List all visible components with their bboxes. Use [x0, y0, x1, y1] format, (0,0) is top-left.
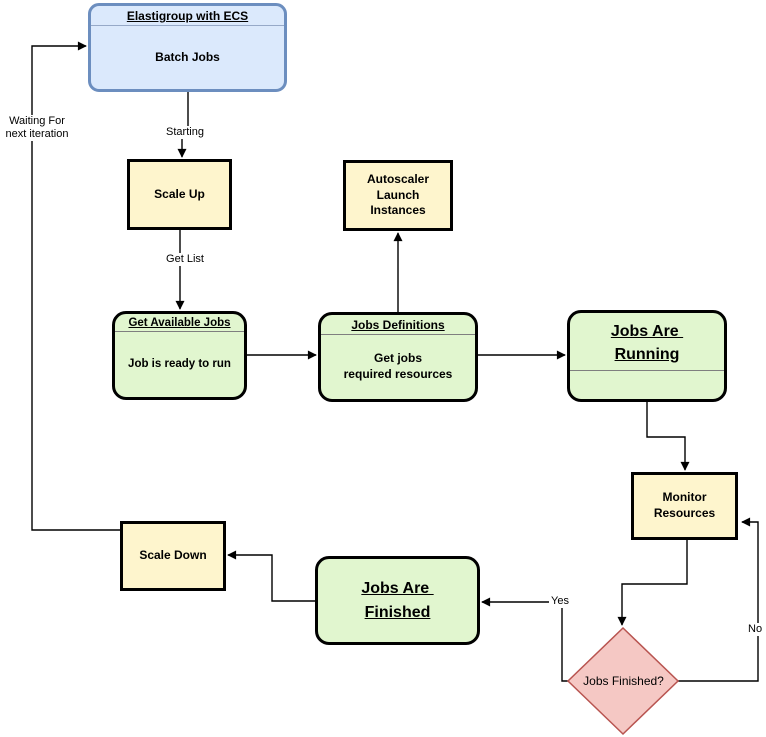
label-waiting-line: next iteration: [5, 128, 69, 140]
node-get-available-jobs: Get Available Jobs Job is ready to run: [112, 311, 247, 400]
node-batch-jobs: Elastigroup with ECS Batch Jobs: [88, 3, 287, 92]
monitor-resources-line: Resources: [653, 506, 716, 520]
batch-jobs-title: Elastigroup with ECS: [91, 6, 284, 26]
get-available-jobs-body: Job is ready to run: [128, 358, 231, 371]
label-starting: Starting: [160, 126, 210, 139]
label-waiting-line: Waiting For: [9, 115, 65, 127]
edge-scaledown-to-batchjobs: [31, 41, 120, 531]
edge-batchjobs-to-scaleup: [177, 92, 189, 158]
node-autoscaler: Autoscaler Launch Instances: [343, 160, 453, 231]
jobs-are-running-body: [570, 371, 724, 399]
autoscaler-line: Autoscaler: [366, 172, 430, 187]
autoscaler-line: Launch: [376, 187, 420, 202]
jobs-are-finished-line: Finished: [364, 603, 431, 621]
jobs-are-finished-line: Jobs Are: [361, 580, 434, 598]
node-jobs-definitions: Jobs Definitions Get jobs required resou…: [318, 312, 478, 402]
label-no: No: [746, 623, 765, 636]
jobs-finished-diamond: [566, 626, 680, 736]
jobs-are-running-line: Running: [614, 346, 680, 364]
node-scale-up: Scale Up: [127, 159, 232, 230]
jobs-definitions-title: Jobs Definitions: [321, 315, 475, 335]
edge-running-to-monitor: [646, 402, 690, 471]
jobs-are-running-line: Jobs Are: [610, 323, 684, 340]
node-scale-down: Scale Down: [120, 521, 226, 591]
autoscaler-line: Instances: [370, 203, 426, 218]
node-jobs-are-finished: Jobs Are Finished: [315, 556, 480, 645]
edge-monitor-to-diamond: [617, 540, 688, 626]
edge-diamond-yes-to-finished: [481, 597, 569, 682]
monitor-resources-line: Monitor: [662, 490, 707, 505]
jobs-definitions-body-line: required resources: [343, 367, 453, 381]
scale-down-label: Scale Down: [139, 548, 207, 563]
jobs-definitions-body-line: Get jobs: [373, 351, 422, 366]
jobs-definitions-body: Get jobs required resources: [321, 335, 475, 399]
label-waiting: Waiting For next iteration: [0, 115, 74, 141]
get-available-jobs-title: Get Available Jobs: [115, 314, 244, 332]
batch-jobs-body: Batch Jobs: [155, 49, 220, 64]
edge-diamond-no-to-monitor: [678, 517, 759, 682]
label-get-list: Get List: [160, 253, 210, 266]
edge-finished-to-scaledown: [227, 550, 315, 602]
jobs-finished-label: Jobs Finished?: [583, 674, 664, 688]
label-yes: Yes: [549, 595, 571, 608]
node-monitor-resources: Monitor Resources: [631, 472, 738, 540]
node-jobs-are-running: Jobs Are Running: [567, 310, 727, 402]
jobs-are-running-title: Jobs Are Running: [570, 313, 724, 372]
scale-up-label: Scale Up: [154, 186, 205, 201]
